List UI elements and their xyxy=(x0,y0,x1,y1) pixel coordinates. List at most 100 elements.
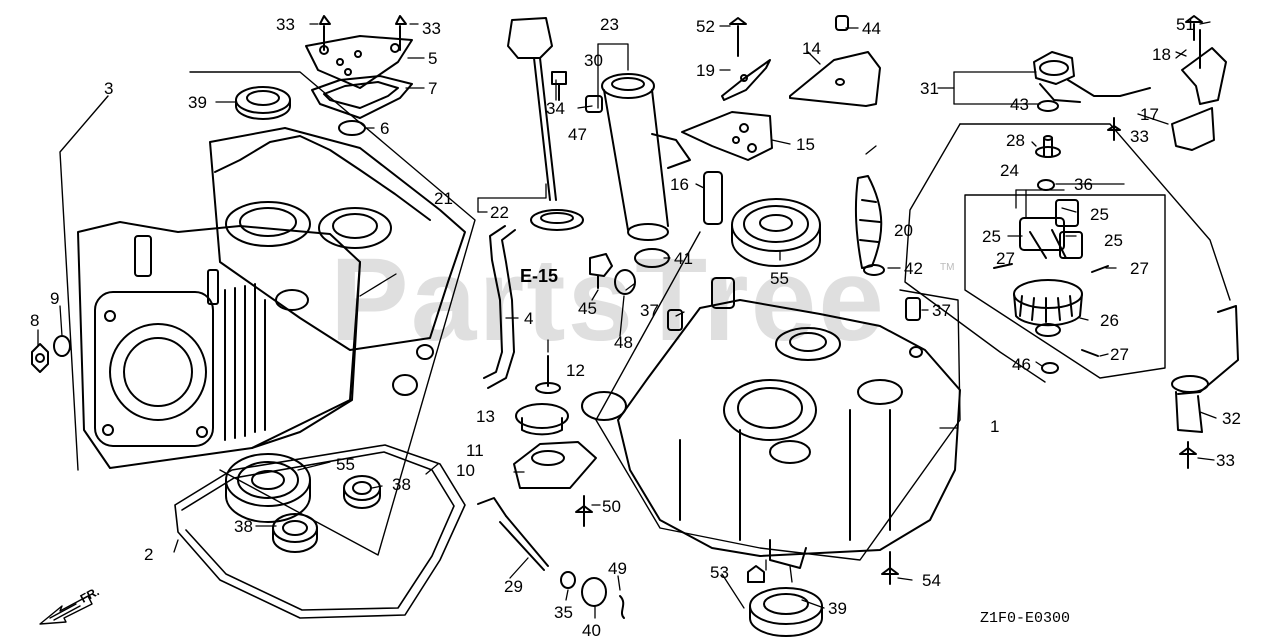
callout-35: 35 xyxy=(554,603,573,622)
bolt-33-right xyxy=(1179,441,1197,469)
callout-11: 11 xyxy=(466,441,484,460)
callout-9: 9 xyxy=(50,289,60,308)
crankcase-cover-part xyxy=(581,277,961,569)
callout-34: 34 xyxy=(546,99,565,118)
seal-38-upper xyxy=(343,475,381,509)
callout-20: 20 xyxy=(894,221,913,240)
callout-39-a: 39 xyxy=(188,93,207,112)
callout-25-a: 25 xyxy=(1090,205,1109,224)
callout-51: 51 xyxy=(1176,15,1195,34)
pin-28 xyxy=(1035,135,1061,158)
callout-43: 43 xyxy=(1010,95,1029,114)
callout-41: 41 xyxy=(674,249,693,268)
callout-24: 24 xyxy=(1000,161,1019,180)
bolt-54 xyxy=(881,551,899,585)
callout-33-c: 33 xyxy=(1130,127,1149,146)
callout-38-a: 38 xyxy=(392,475,411,494)
callout-7: 7 xyxy=(428,79,438,98)
callout-48: 48 xyxy=(614,333,633,352)
washer-46 xyxy=(1041,362,1059,374)
weights-25 xyxy=(1019,199,1083,259)
plate-15 xyxy=(681,111,773,161)
pin-47 xyxy=(585,95,603,113)
pin-44 xyxy=(835,15,849,31)
callout-4: 4 xyxy=(524,309,534,328)
section-reference-label: E-15 xyxy=(520,266,559,286)
oil-seal-39-top xyxy=(235,86,291,120)
pump-cover-11 xyxy=(513,441,597,489)
governor-arm-29 xyxy=(477,497,549,571)
callout-55-a: 55 xyxy=(336,455,355,474)
breather-tube-4 xyxy=(483,225,516,389)
washer-9-part xyxy=(53,335,71,357)
callout-25-c: 25 xyxy=(1104,231,1123,250)
callout-33-d: 33 xyxy=(1216,451,1235,470)
washer-48 xyxy=(614,269,636,295)
bearing-55-left xyxy=(225,453,311,523)
callout-45: 45 xyxy=(578,299,597,318)
callout-17: 17 xyxy=(1140,105,1159,124)
callout-42: 42 xyxy=(904,259,923,278)
callout-27-b: 27 xyxy=(1130,259,1149,278)
filter-screen-20 xyxy=(854,175,883,269)
governor-shaft-12 xyxy=(535,355,561,394)
callout-40: 40 xyxy=(582,621,601,640)
cylinder-block-part xyxy=(77,127,466,469)
callout-1: 1 xyxy=(990,417,1000,436)
bolt-53 xyxy=(747,565,765,583)
bolt-50 xyxy=(575,495,593,527)
callout-38-b: 38 xyxy=(234,517,253,536)
callout-52: 52 xyxy=(696,17,715,36)
callout-25-b: 25 xyxy=(982,227,1001,246)
washer-43 xyxy=(1037,100,1059,112)
callout-16: 16 xyxy=(670,175,689,194)
washer-36 xyxy=(1037,179,1055,191)
callout-3: 3 xyxy=(104,79,114,98)
group-outline-governor xyxy=(904,123,1231,383)
callout-5: 5 xyxy=(428,49,438,68)
callout-10: 10 xyxy=(456,461,475,480)
callout-46: 46 xyxy=(1012,355,1031,374)
callout-14: 14 xyxy=(802,39,821,58)
dowel-37-left xyxy=(667,309,683,331)
callout-55-b: 55 xyxy=(770,269,789,288)
callout-36: 36 xyxy=(1074,175,1093,194)
reed-valve-6 xyxy=(338,120,366,136)
callout-22: 22 xyxy=(490,203,509,222)
callout-23: 23 xyxy=(600,15,619,34)
callout-32: 32 xyxy=(1222,409,1241,428)
seal-40 xyxy=(581,577,607,607)
sensor-31 xyxy=(1033,51,1151,103)
callout-54: 54 xyxy=(922,571,941,590)
oil-filler-tube-part xyxy=(601,73,691,241)
bolt-33-governor xyxy=(1107,117,1121,141)
callout-6: 6 xyxy=(380,119,390,138)
callout-44: 44 xyxy=(862,19,881,38)
bolts-33-top xyxy=(319,15,407,51)
pump-rotor-13 xyxy=(515,403,569,436)
callout-49: 49 xyxy=(608,559,627,578)
callout-26: 26 xyxy=(1100,311,1119,330)
callout-8: 8 xyxy=(30,311,40,330)
callout-15: 15 xyxy=(796,135,815,154)
callout-28: 28 xyxy=(1006,131,1025,150)
governor-arm-32 xyxy=(1171,305,1239,433)
bolt-34 xyxy=(551,71,567,101)
oil-seal-39-bottom xyxy=(749,587,823,637)
callout-39-b: 39 xyxy=(828,599,847,618)
gear-16 xyxy=(703,171,723,225)
trademark-mark: TM xyxy=(940,262,955,273)
governor-gear-26 xyxy=(1013,279,1083,337)
callout-33-a: 33 xyxy=(276,15,295,34)
o-ring-42 xyxy=(863,264,885,276)
diagram-code-label: Z1F0-E0300 xyxy=(980,610,1071,627)
bracket-19 xyxy=(721,59,771,101)
pin-27-a xyxy=(993,263,1013,269)
callout-27-c: 27 xyxy=(1110,345,1129,364)
callout-47: 47 xyxy=(568,125,587,144)
pin-27-c xyxy=(1081,349,1099,357)
clip-17 xyxy=(1171,107,1215,151)
plate-14 xyxy=(789,51,881,107)
